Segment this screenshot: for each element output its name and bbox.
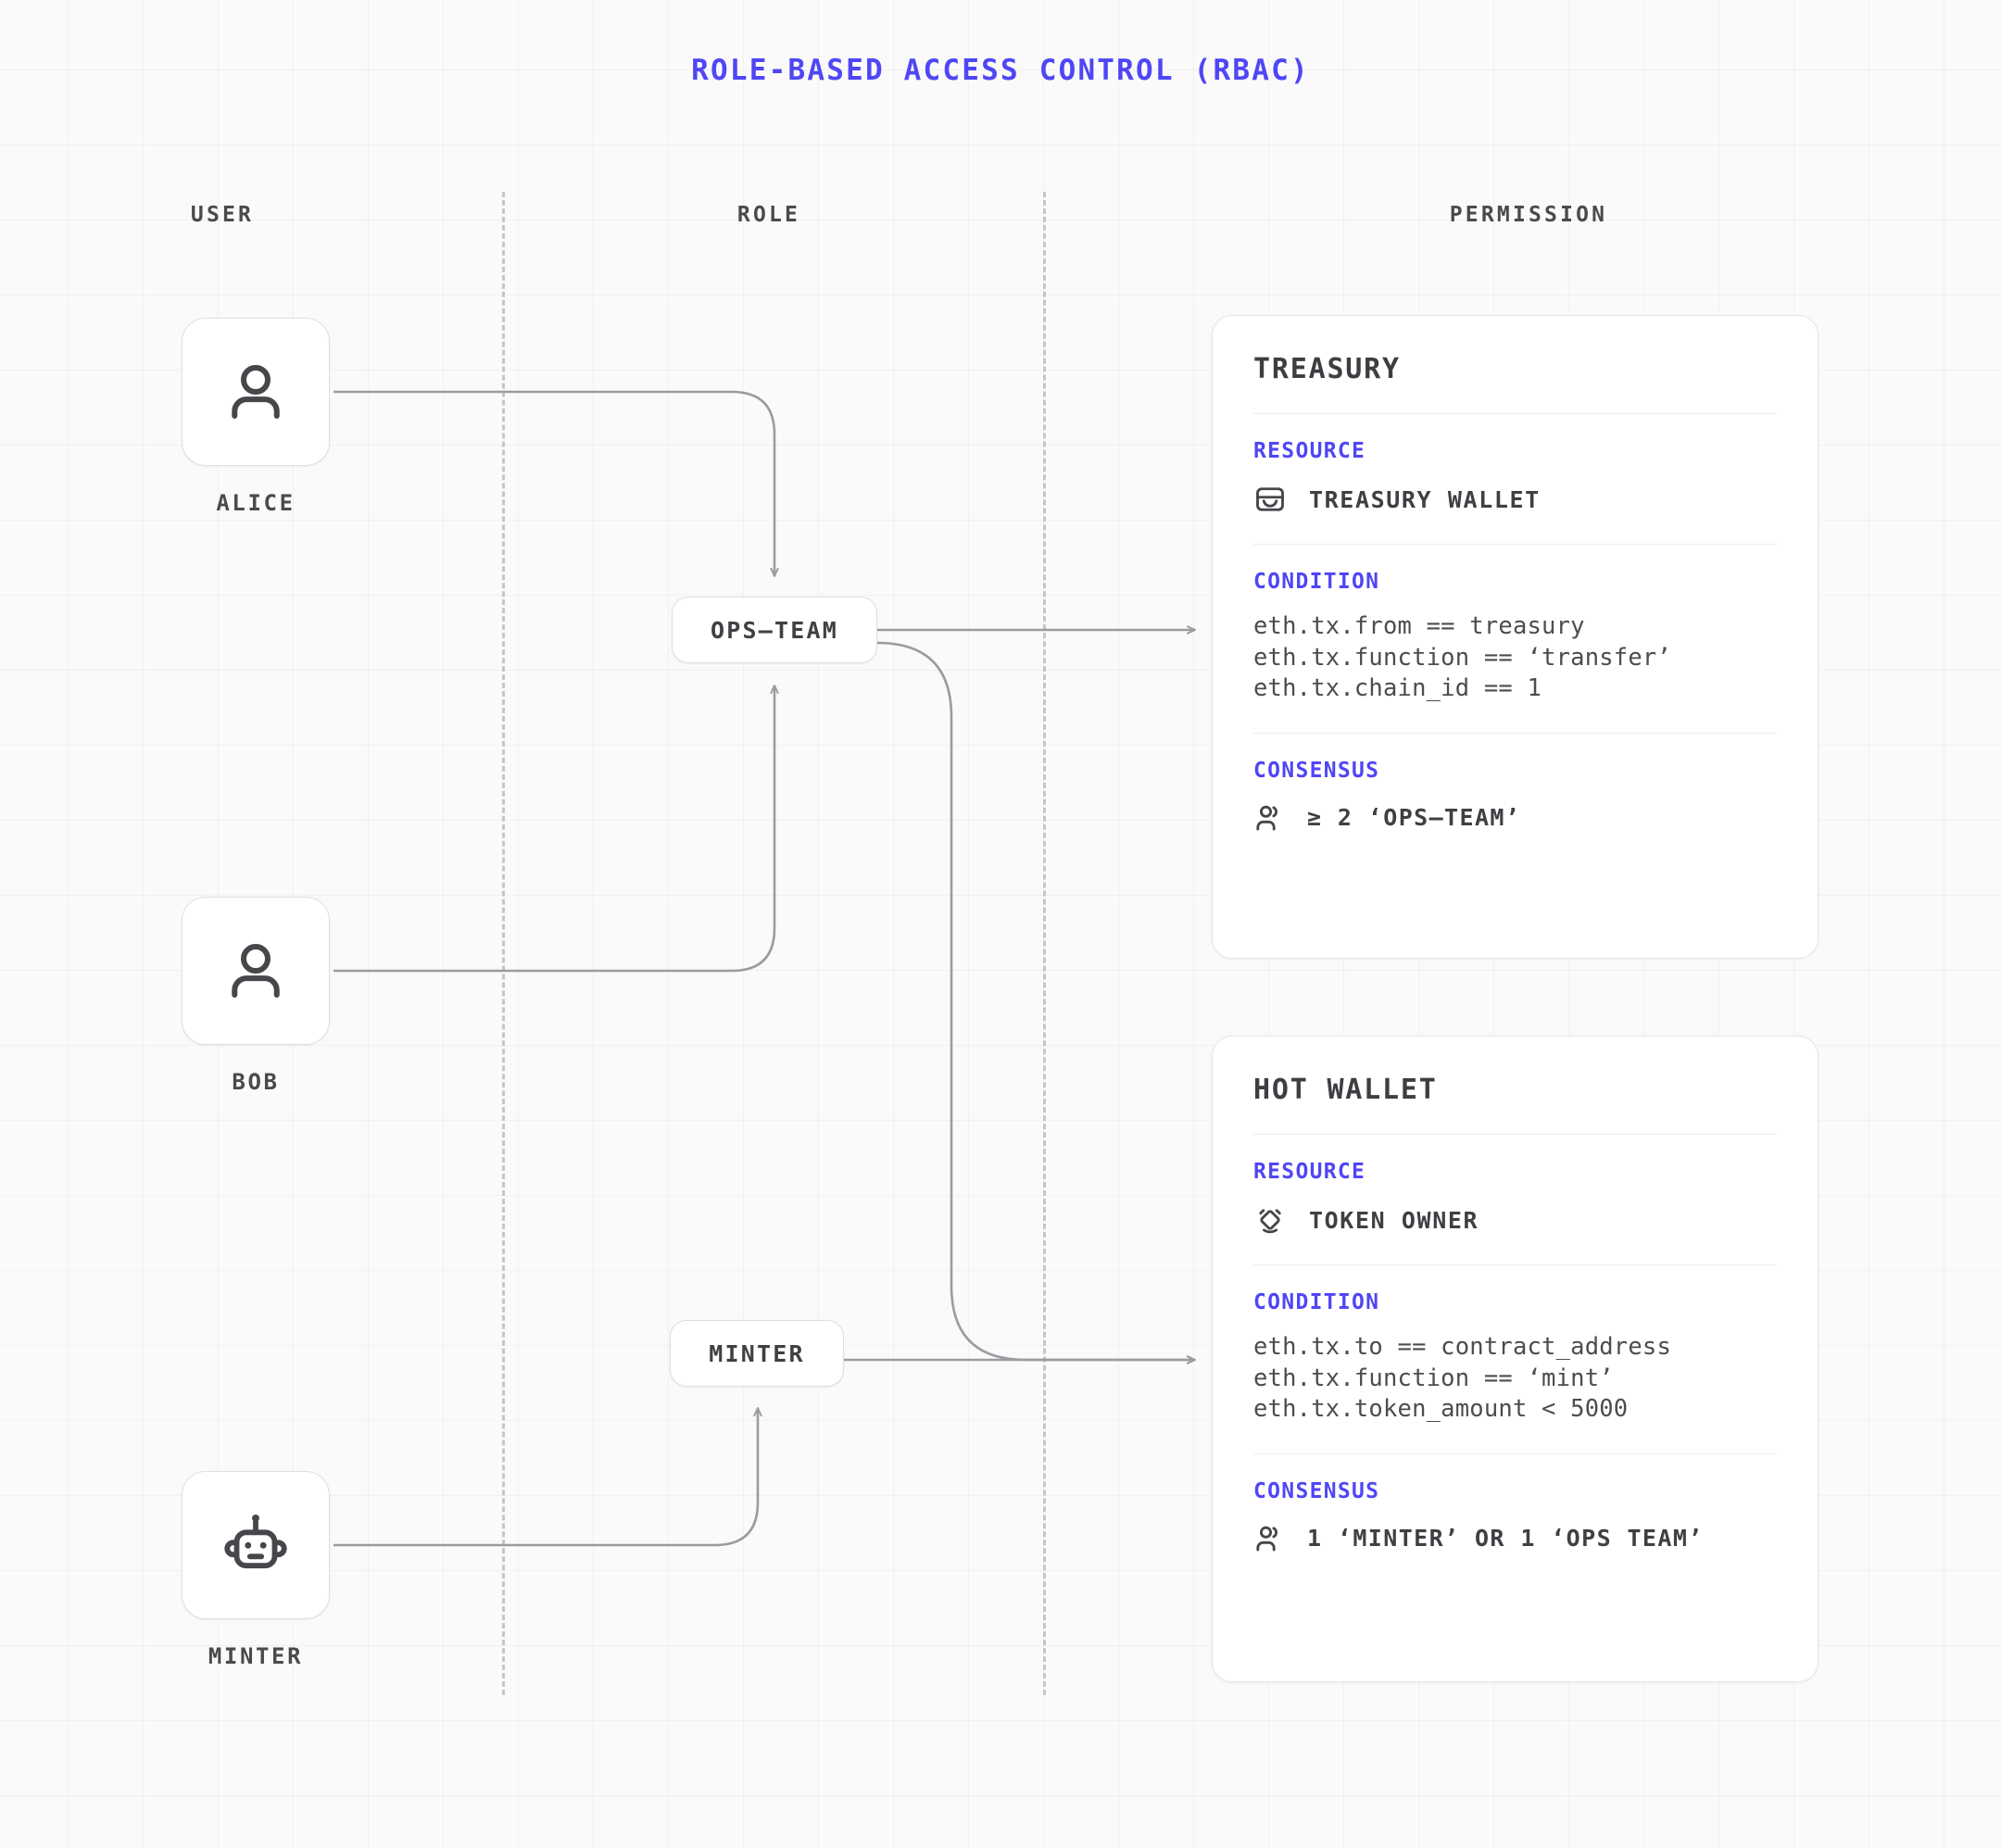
divider: [1253, 1264, 1777, 1265]
user-label-alice: ALICE: [216, 490, 296, 516]
wire-minter-to-minter-role: [334, 1407, 762, 1547]
person-icon: [232, 943, 280, 999]
section-label-consensus: CONSENSUS: [1253, 1478, 1380, 1503]
divider: [1253, 1452, 1777, 1454]
condition-line: eth.tx.from == treasury: [1253, 612, 1585, 640]
condition-line: eth.tx.chain_id == 1: [1253, 674, 1542, 703]
section-label-resource: RESOURCE: [1253, 439, 1366, 463]
avatar-bob[interactable]: [182, 897, 330, 1045]
consensus-value: 1 ‘MINTER’ OR 1 ‘OPS TEAM’: [1307, 1525, 1704, 1553]
consensus-value: ≥ 2 ‘OPS—TEAM’: [1307, 804, 1521, 832]
wire-alice-to-ops: [334, 390, 779, 577]
condition-line: eth.tx.token_amount < 5000: [1253, 1395, 1629, 1424]
condition-list: eth.tx.to == contract_address eth.tx.fun…: [1253, 1332, 1777, 1426]
divider: [1253, 1134, 1777, 1135]
divider: [1253, 544, 1777, 545]
column-divider-user-role: [502, 192, 505, 1695]
resource-value: TOKEN OWNER: [1309, 1206, 1479, 1234]
page-title: ROLE-BASED ACCESS CONTROL (RBAC): [691, 54, 1310, 87]
role-pill-minter[interactable]: MINTER: [670, 1320, 844, 1387]
avatar-minter[interactable]: [182, 1471, 330, 1619]
section-label-condition: CONDITION: [1253, 1290, 1380, 1314]
permission-card-hot-wallet[interactable]: HOT WALLET RESOURCE TOKEN OWNER CONDITIO…: [1212, 1036, 1819, 1682]
permission-card-treasury[interactable]: TREASURY RESOURCE TREASURY WALLET CONDIT…: [1212, 315, 1819, 959]
resource-value: TREASURY WALLET: [1309, 485, 1541, 513]
divider: [1253, 732, 1777, 734]
section-label-resource: RESOURCE: [1253, 1160, 1366, 1184]
wire-bob-to-ops: [334, 685, 779, 973]
user-node-minter[interactable]: MINTER: [182, 1471, 330, 1669]
section-label-condition: CONDITION: [1253, 570, 1380, 594]
robot-icon: [224, 1515, 287, 1569]
card-title: HOT WALLET: [1253, 1074, 1438, 1106]
section-label-consensus: CONSENSUS: [1253, 758, 1380, 783]
user-label-bob: BOB: [232, 1069, 280, 1095]
condition-line: eth.tx.function == ‘transfer’: [1253, 643, 1672, 672]
users-icon: [1256, 1526, 1278, 1552]
divider: [1253, 413, 1777, 414]
resource-row: TOKEN OWNER: [1253, 1203, 1777, 1237]
column-header-role: ROLE: [736, 203, 801, 227]
user-label-minter: MINTER: [208, 1643, 304, 1669]
wallet-icon: [1256, 487, 1284, 511]
token-icon: [1259, 1209, 1281, 1234]
condition-line: eth.tx.to == contract_address: [1253, 1333, 1672, 1361]
card-title: TREASURY: [1253, 353, 1401, 385]
condition-line: eth.tx.function == ‘mint’: [1253, 1364, 1614, 1392]
condition-list: eth.tx.from == treasury eth.tx.function …: [1253, 611, 1777, 705]
user-node-alice[interactable]: ALICE: [182, 318, 330, 516]
consensus-row: ≥ 2 ‘OPS—TEAM’: [1253, 801, 1777, 835]
column-divider-role-permission: [1043, 192, 1046, 1695]
role-pill-ops-team[interactable]: OPS—TEAM: [672, 597, 877, 663]
avatar-alice[interactable]: [182, 318, 330, 466]
wire-ops-to-hotwallet: [876, 641, 1196, 1364]
users-icon: [1256, 805, 1278, 831]
consensus-row: 1 ‘MINTER’ OR 1 ‘OPS TEAM’: [1253, 1522, 1777, 1555]
column-header-user: USER: [190, 203, 255, 227]
column-header-permission: PERMISSION: [1449, 203, 1608, 227]
person-icon: [232, 364, 280, 420]
resource-row: TREASURY WALLET: [1253, 483, 1777, 516]
user-node-bob[interactable]: BOB: [182, 897, 330, 1095]
